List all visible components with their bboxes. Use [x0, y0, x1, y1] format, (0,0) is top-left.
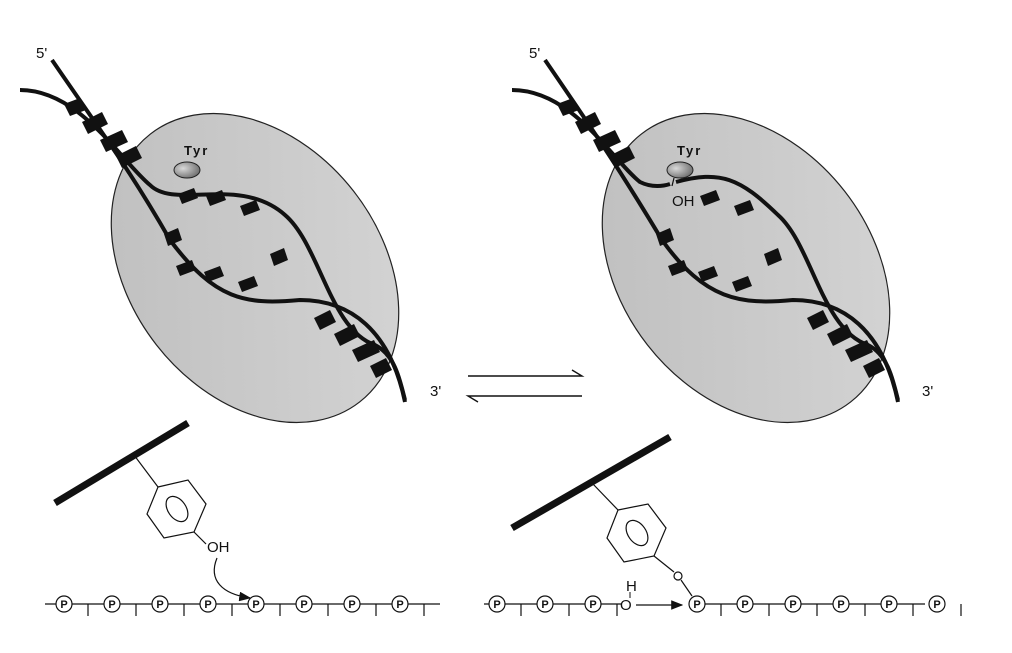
phosphate-circle-icon	[536, 595, 554, 613]
phosphate-group: P	[784, 595, 818, 616]
o-bond	[653, 555, 675, 573]
oh-label: OH	[207, 539, 230, 556]
five-prime-label: 5'	[36, 45, 47, 62]
phosphate-group: P	[295, 595, 329, 616]
tyr-label: Tyr	[677, 143, 702, 158]
phenol-ring-icon	[146, 479, 207, 539]
protein-backbone	[53, 420, 190, 506]
phosphate-label: P	[300, 599, 307, 611]
phosphate-circle-icon	[295, 595, 313, 613]
phosphate-label: P	[493, 599, 500, 611]
phosphate-label: P	[933, 599, 940, 611]
phosphate-label: P	[204, 599, 211, 611]
phosphate-group: P	[199, 595, 233, 616]
phosphate-circle-icon	[151, 595, 169, 613]
three-prime-label: 3'	[430, 383, 441, 400]
phosphate-circle-icon	[103, 595, 121, 613]
base-pairs-upper	[557, 98, 635, 168]
phosphate-circle-icon	[199, 595, 217, 613]
phosphate-label: P	[396, 599, 403, 611]
phosphate-group: P	[688, 595, 722, 616]
phosphate-label: P	[541, 599, 548, 611]
phosphate-group: P	[928, 595, 962, 616]
phosphate-circle-icon	[688, 595, 706, 613]
phosphate-circle-icon	[928, 595, 946, 613]
phenol-ring-icon	[606, 503, 667, 563]
oxygen-atom-icon	[673, 571, 683, 581]
oxygen-o-icon: O	[620, 597, 632, 614]
phosphate-group: P	[880, 595, 914, 616]
phosphate-circle-icon	[736, 595, 754, 613]
right-panel: Tyr OH 5' 3'	[511, 45, 933, 424]
bottom-left-mechanism: OH P P P P P P P P	[45, 420, 440, 616]
phosphate-group: P	[536, 595, 570, 616]
phosphate-label: P	[693, 599, 700, 611]
phosphate-label: P	[837, 599, 844, 611]
phosphate-label: P	[348, 599, 355, 611]
phosphate-group: P	[247, 595, 281, 616]
phosphate-label: P	[885, 599, 892, 611]
side-chain-bond	[591, 482, 619, 511]
phosphate-label: P	[60, 599, 67, 611]
phosphate-label: P	[741, 599, 748, 611]
bottom-right-mechanism: O H P P P P P P P P P	[484, 433, 962, 616]
base-pairs-middle	[164, 188, 288, 292]
phosphate-group: P	[151, 595, 185, 616]
attack-arrow-icon	[213, 557, 252, 602]
protein-ellipse	[601, 112, 891, 424]
aromatic-ring-circle	[165, 495, 189, 523]
left-panel: Tyr 5' 3'	[19, 45, 441, 424]
tyr-label: Tyr	[184, 143, 209, 158]
oh-bond	[193, 531, 207, 545]
phosphate-circle-icon	[784, 595, 802, 613]
phosphate-label: P	[108, 599, 115, 611]
phosphate-group: P	[55, 595, 89, 616]
aromatic-ring-circle	[625, 519, 649, 547]
base-pairs-middle	[656, 190, 782, 292]
base-pairs-lower	[807, 310, 885, 378]
dna-strand-b-right	[675, 174, 900, 401]
protein-backbone	[510, 433, 672, 532]
phosphate-group: P	[584, 595, 618, 616]
phosphate-group: P	[103, 595, 137, 616]
protein-ellipse	[110, 112, 400, 424]
phosphate-group: P	[832, 595, 866, 616]
phosphate-label: P	[789, 599, 796, 611]
phosphate-group: P	[391, 595, 425, 616]
phosphate-circle-icon	[880, 595, 898, 613]
phosphate-circle-icon	[488, 595, 506, 613]
five-prime-label: 5'	[529, 45, 540, 62]
base-pairs-upper	[64, 98, 142, 168]
base-pairs-lower	[314, 310, 392, 378]
phosphate-circle-icon	[247, 595, 265, 613]
side-chain-bond	[133, 454, 159, 488]
tyrosine-residue	[666, 161, 694, 179]
phosphate-group: P	[736, 595, 770, 616]
phosphate-circle-icon	[343, 595, 361, 613]
phosphate-group: P	[488, 595, 522, 616]
reversible-arrows-icon	[465, 369, 585, 403]
h-label: H	[626, 578, 637, 595]
oh-label: OH	[672, 193, 695, 210]
dna-strand-b-left	[511, 88, 671, 188]
o-p-bond	[680, 579, 693, 597]
phosphate-group: P	[343, 595, 377, 616]
tyr-bond-line	[671, 177, 675, 187]
phosphate-circle-icon	[391, 595, 409, 613]
phosphate-circle-icon	[55, 595, 73, 613]
phosphate-label: P	[589, 599, 596, 611]
three-prime-label: 3'	[922, 383, 933, 400]
phosphate-label: P	[252, 599, 259, 611]
tyrosine-residue	[173, 161, 201, 179]
phosphate-circle-icon	[584, 595, 602, 613]
phosphate-label: P	[156, 599, 163, 611]
phosphate-circle-icon	[832, 595, 850, 613]
